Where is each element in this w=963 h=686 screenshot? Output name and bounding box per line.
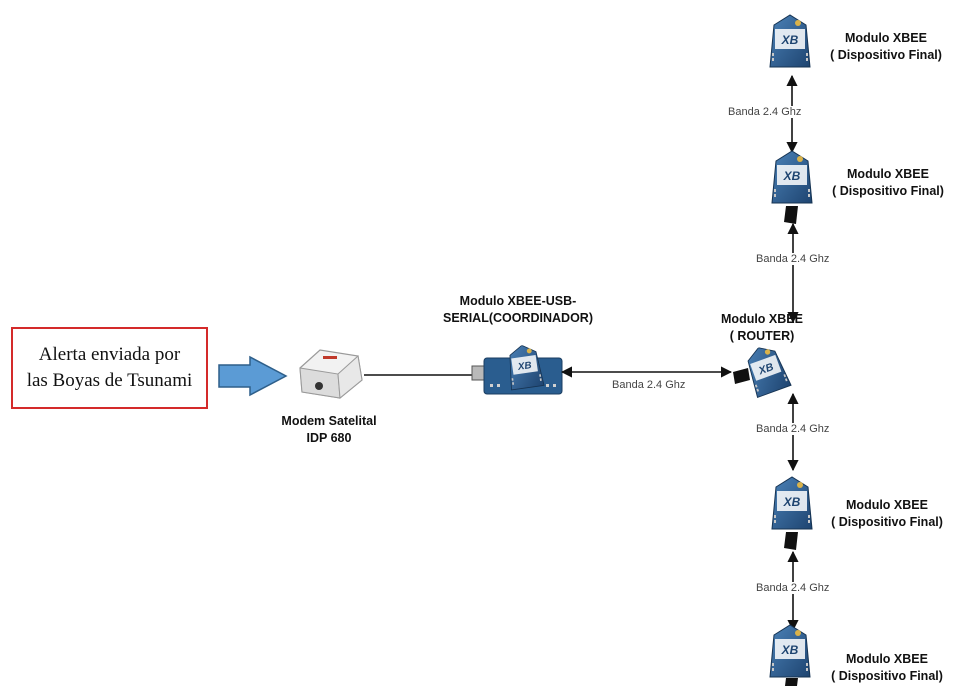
- link-label-end3-end4: Banda 2.4 Ghz: [755, 582, 831, 594]
- end-device-label-2: Modulo XBEE ( Dispositivo Final): [832, 167, 944, 198]
- end-device-label-4: Modulo XBEE ( Dispositivo Final): [831, 652, 943, 683]
- link-label-coordinator-router: Banda 2.4 Ghz: [611, 379, 687, 391]
- xbee-module-icon-router: [733, 340, 792, 399]
- usb-serial-board-icon: [471, 342, 563, 395]
- link-label-end1-end2: Banda 2.4 Ghz: [727, 106, 803, 118]
- alert-box: Alerta enviada por las Boyas de Tsunami: [11, 327, 208, 409]
- end-device-label-3: Modulo XBEE ( Dispositivo Final): [831, 498, 943, 529]
- xbee-module-icon-end-device-1: [769, 14, 811, 68]
- modem-label: Modem Satelital IDP 680: [281, 414, 377, 445]
- coordinator-label: Modulo XBEE-USB- SERIAL(COORDINADOR): [443, 294, 593, 325]
- right-arrow-icon: [218, 355, 288, 397]
- alert-line-2: las Boyas de Tsunami: [26, 370, 193, 391]
- router-label: Modulo XBEE ( ROUTER): [721, 312, 803, 343]
- xbee-module-icon-end-device-2: [771, 150, 813, 224]
- link-label-router-end3: Banda 2.4 Ghz: [755, 423, 831, 435]
- xbee-module-icon-end-device-4: [769, 624, 811, 686]
- end-device-label-1: Modulo XBEE ( Dispositivo Final): [830, 31, 942, 62]
- link-label-end2-router: Banda 2.4 Ghz: [755, 253, 831, 265]
- xbee-module-icon-end-device-3: [771, 476, 813, 550]
- alert-line-1: Alerta enviada por: [38, 344, 181, 365]
- satellite-modem-icon: [299, 349, 363, 399]
